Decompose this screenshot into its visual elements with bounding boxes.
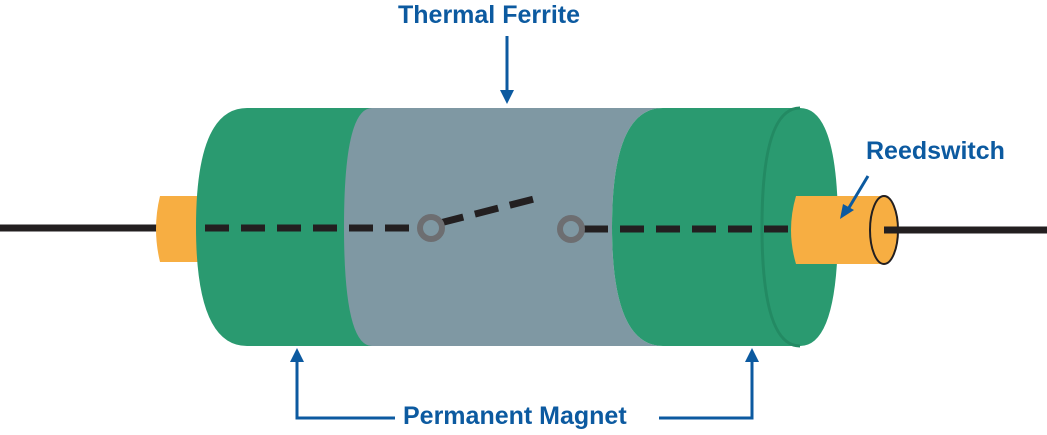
contact-pivot-left bbox=[417, 214, 445, 242]
reedswitch-tube-right bbox=[791, 196, 884, 264]
thermal-ferrite-arrow bbox=[500, 36, 514, 104]
magnet-end-face bbox=[760, 106, 801, 348]
thermal-ferrite-label: Thermal Ferrite bbox=[398, 0, 581, 30]
permanent-magnet-right bbox=[612, 108, 838, 346]
contact-pivot-right bbox=[557, 215, 585, 243]
reedswitch-label: Reedswitch bbox=[866, 137, 1005, 165]
thermal-ferrite-body bbox=[344, 108, 663, 346]
permanent-magnet-label: Permanent Magnet bbox=[399, 400, 631, 432]
reedswitch-arrow bbox=[840, 175, 870, 219]
reed-contact-tip bbox=[439, 194, 539, 227]
permanent-magnet-arrows bbox=[290, 348, 759, 420]
